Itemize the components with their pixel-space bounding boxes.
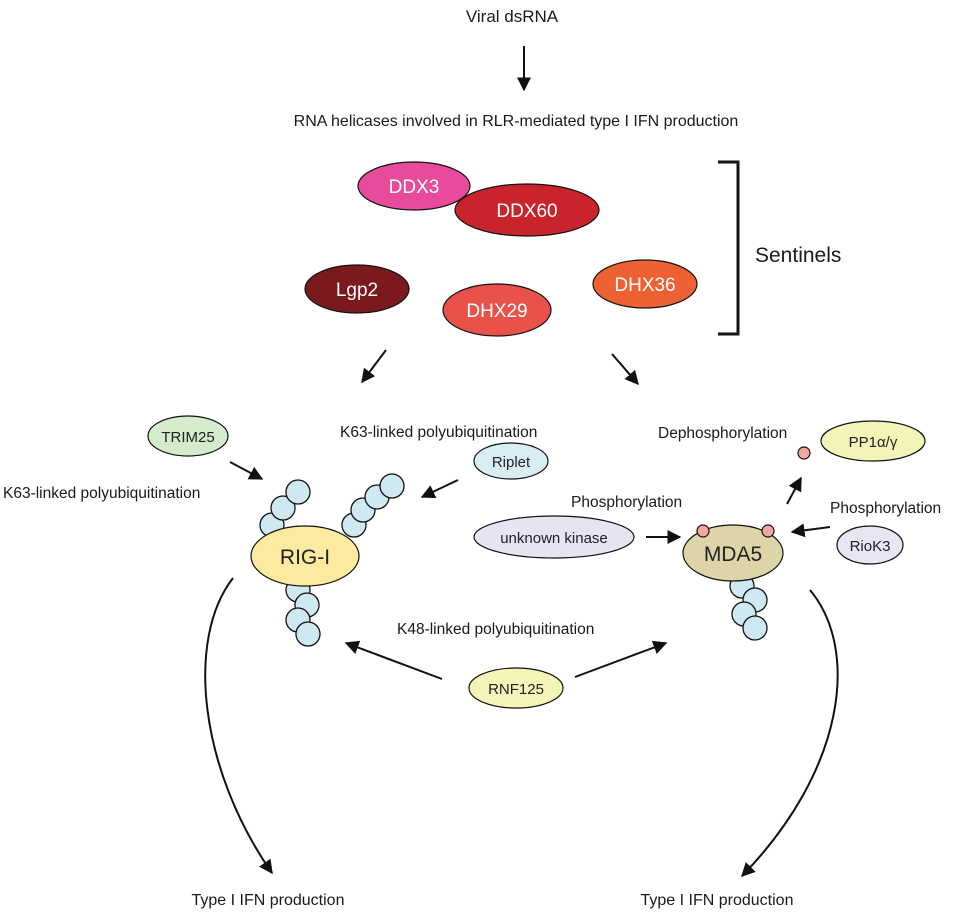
- ddx3-oval: DDX3: [357, 161, 471, 211]
- riok3-label: RioK3: [850, 538, 891, 555]
- k63-mid-label: K63-linked polyubiquitination: [340, 424, 537, 441]
- mda5-ifn-arrow: [741, 589, 839, 878]
- dhx29-oval: DHX29: [442, 283, 552, 337]
- helicases-heading: RNA helicases involved in RLR-mediated t…: [294, 113, 739, 130]
- rnf125-oval: RNF125: [468, 667, 564, 709]
- k48-label: K48-linked polyubiquitination: [397, 621, 594, 638]
- riplet-oval: Riplet: [473, 442, 549, 480]
- dhx29-label: DHX29: [466, 301, 527, 322]
- riplet-label: Riplet: [492, 454, 531, 471]
- lgp2-label: Lgp2: [336, 280, 378, 301]
- rigi-label: RIG-I: [280, 546, 330, 569]
- ddx60-label: DDX60: [496, 201, 557, 222]
- unknown-kinase-oval: unknown kinase: [473, 515, 635, 559]
- mda5-phosphate-left: [696, 524, 710, 538]
- to-rigi-arrow: [361, 349, 387, 384]
- rigi-ubiquitin-left: [259, 479, 311, 538]
- ifn-right-label: Type I IFN production: [641, 892, 794, 909]
- ddx3-label: DDX3: [389, 177, 440, 198]
- dephos-arrow: [786, 476, 802, 505]
- trim25-oval: TRIM25: [147, 415, 229, 457]
- riok3-oval: RioK3: [836, 525, 904, 565]
- viral-dsrna-label: Viral dsRNA: [466, 7, 559, 26]
- dhx36-oval: DHX36: [592, 259, 698, 309]
- rnf125-to-mda5-arrow: [574, 640, 668, 678]
- rigi-ubiquitin-right: [341, 473, 405, 538]
- riok3-arrow: [790, 523, 831, 538]
- pp1-oval: PP1α/γ: [820, 420, 926, 462]
- rigi-ifn-arrow: [204, 577, 273, 875]
- dephosphorylation-label: Dephosphorylation: [658, 425, 787, 442]
- dhx36-label: DHX36: [614, 275, 675, 296]
- phosphorylation-right-label: Phosphorylation: [830, 500, 941, 517]
- lgp2-oval: Lgp2: [304, 264, 410, 314]
- rigi-ubiquitin-bottom: [285, 577, 321, 647]
- mda5-ubiquitin-chain: [729, 573, 768, 641]
- ddx60-oval: DDX60: [454, 183, 600, 237]
- rnf125-label: RNF125: [488, 681, 544, 698]
- ifn-left-label: Type I IFN production: [192, 892, 345, 909]
- sentinels-bracket: [718, 160, 740, 336]
- released-phosphate: [797, 446, 811, 460]
- mda5-oval: MDA5: [682, 524, 784, 582]
- mda5-phosphate-right: [761, 524, 775, 538]
- mda5-label: MDA5: [704, 543, 762, 566]
- rnf125-to-rigi-arrow: [344, 640, 443, 680]
- trim25-label: TRIM25: [161, 429, 214, 446]
- unknown-kinase-label: unknown kinase: [500, 530, 608, 547]
- riplet-arrow: [420, 479, 459, 498]
- pp1-label: PP1α/γ: [849, 434, 898, 451]
- sentinels-label: Sentinels: [755, 244, 841, 267]
- trim25-arrow: [229, 461, 264, 480]
- to-mda5-arrow: [611, 353, 639, 386]
- k63-left-label: K63-linked polyubiquitination: [3, 485, 200, 502]
- rigi-oval: RIG-I: [250, 525, 360, 587]
- phosphorylation-mid-label: Phosphorylation: [571, 494, 682, 511]
